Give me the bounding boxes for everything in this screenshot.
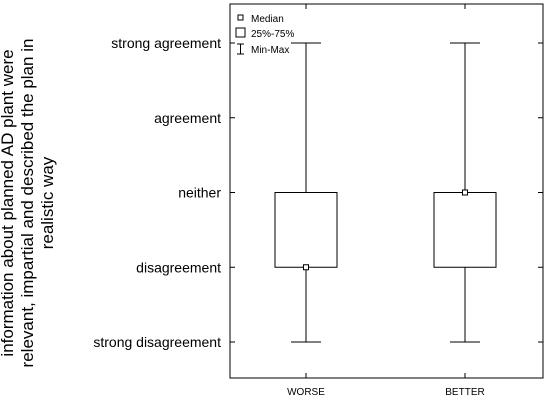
y-tick-label-1: disagreement <box>136 259 221 275</box>
plot-area <box>229 3 544 379</box>
y-axis-title: information about planned AD plant were … <box>0 39 57 368</box>
y-axis-title-line-2: relevant, impartial and described the pl… <box>18 39 37 368</box>
legend-box-label: 25%-75% <box>251 29 294 40</box>
legend-median-label: Median <box>251 14 284 25</box>
y-axis-ticks: strong disagreement disagreement neither ag… <box>93 35 543 350</box>
legend: Median 25%-75% Min-Max <box>235 14 294 56</box>
iqr-box <box>274 192 338 268</box>
y-tick-label-4: strong agreement <box>111 35 221 51</box>
legend-median-symbol <box>237 14 244 21</box>
legend-whisker-label: Min-Max <box>251 45 289 56</box>
y-axis-title-line-1: information about planned AD plant were <box>0 49 17 356</box>
legend-whisker-symbol <box>237 43 244 55</box>
box-better <box>433 42 497 343</box>
y-tick-label-0: strong disagreement <box>93 334 221 350</box>
iqr-box <box>433 192 497 268</box>
x-category-label-1: BETTER <box>445 387 484 398</box>
median-marker <box>303 264 309 271</box>
x-axis-ticks: WORSE BETTER <box>287 4 485 398</box>
y-tick-label-2: neither <box>178 185 221 201</box>
y-tick-label-3: agreement <box>154 110 221 126</box>
y-axis-title-line-3: realistic way <box>38 156 57 249</box>
legend-box-symbol <box>235 27 246 38</box>
box-worse <box>274 42 338 343</box>
median-marker <box>462 189 468 196</box>
boxes <box>274 42 497 343</box>
x-category-label-0: WORSE <box>287 387 325 398</box>
